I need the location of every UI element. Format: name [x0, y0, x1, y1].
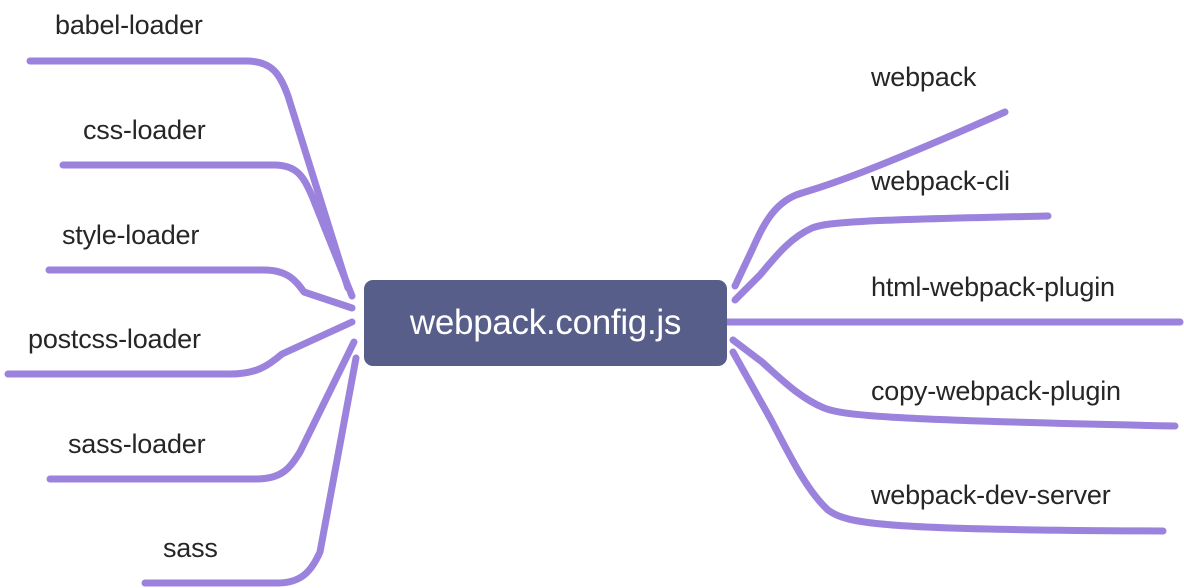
left-branch-label-babel-loader[interactable]: babel-loader [55, 10, 203, 40]
right-branch-paths [723, 108, 1184, 535]
central-node-label: webpack.config.js [409, 303, 682, 342]
right-branch-label-html-webpack-plugin[interactable]: html-webpack-plugin [871, 272, 1115, 302]
left-branch-label-sass[interactable]: sass [163, 533, 218, 563]
branch-line-webpack-dev-server [729, 348, 1167, 535]
central-node[interactable]: webpack.config.js [364, 280, 727, 366]
left-branch-label-style-loader[interactable]: style-loader [62, 220, 200, 250]
branch-line-css-loader [59, 161, 356, 300]
branch-line-postcss-loader [4, 318, 356, 378]
right-branch-label-webpack[interactable]: webpack [871, 62, 977, 92]
branch-line-babel-loader [26, 57, 352, 292]
right-branch-label-copy-webpack-plugin[interactable]: copy-webpack-plugin [871, 376, 1121, 406]
branch-line-sass [141, 354, 360, 587]
left-branch-label-css-loader[interactable]: css-loader [83, 115, 206, 145]
left-branch-paths [4, 57, 360, 587]
branch-line-webpack-cli [731, 212, 1052, 304]
branch-line-copy-webpack-plugin [729, 336, 1179, 430]
left-branch-label-postcss-loader[interactable]: postcss-loader [28, 324, 201, 354]
right-branch-label-webpack-dev-server[interactable]: webpack-dev-server [871, 480, 1111, 510]
right-branch-label-webpack-cli[interactable]: webpack-cli [871, 166, 1010, 196]
branch-line-style-loader [45, 266, 356, 312]
branch-line-webpack [731, 108, 1009, 290]
left-branch-label-sass-loader[interactable]: sass-loader [68, 429, 206, 459]
branch-line-sass-loader [46, 338, 358, 483]
